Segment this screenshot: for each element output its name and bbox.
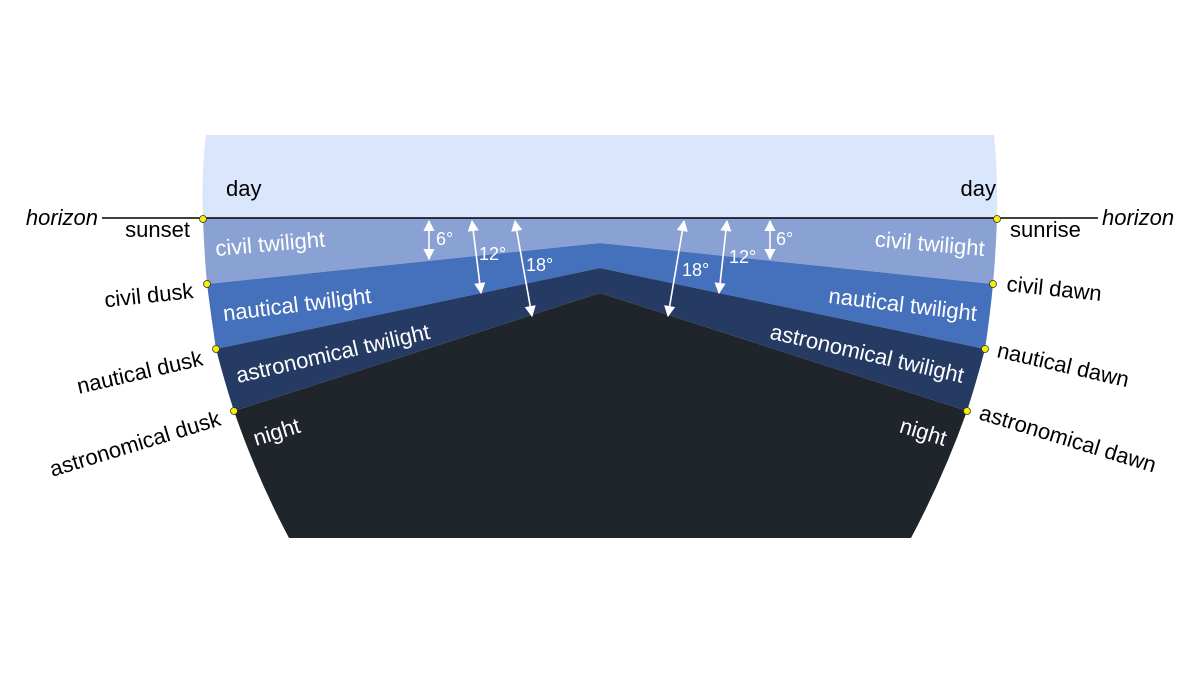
day-band [202, 135, 998, 218]
angle-18-arrow-right [664, 219, 688, 318]
nautical-dawn-label: nautical dawn [995, 338, 1132, 393]
civil-dusk-marker [203, 280, 211, 288]
day-label-left: day [226, 176, 261, 201]
astronomical-twilight-band [216, 268, 985, 411]
angle-6-label-right: 6° [776, 229, 793, 249]
angle-18-label-left: 18° [526, 255, 553, 275]
astronomical-dawn-marker [963, 407, 971, 415]
civil-dawn-marker [989, 280, 997, 288]
astronomical-dawn-label: astronomical dawn [977, 400, 1160, 478]
horizon-label-left: horizon [26, 205, 98, 230]
angle-6-label-left: 6° [436, 229, 453, 249]
horizon-label-right: horizon [1102, 205, 1174, 230]
night-band [234, 293, 967, 538]
astronomical-dusk-marker [230, 407, 238, 415]
sunset-label: sunset [125, 217, 190, 242]
angle-18-label-right: 18° [682, 260, 709, 280]
civil-dawn-label: civil dawn [1005, 271, 1102, 306]
angle-12-label-right: 12° [729, 247, 756, 267]
nautical-twilight-band [207, 243, 993, 349]
day-label-right: day [961, 176, 996, 201]
sunrise-marker [993, 215, 1001, 223]
astronomical-dusk-label: astronomical dusk [47, 406, 225, 482]
angle-12-arrow-left [467, 219, 486, 295]
civil-twilight-band [203, 218, 997, 284]
angle-12-label-left: 12° [479, 244, 506, 264]
civil-dusk-label: civil dusk [103, 278, 195, 312]
angle-18-arrow-left [511, 219, 536, 318]
nautical-dawn-marker [981, 345, 989, 353]
sunrise-label: sunrise [1010, 217, 1081, 242]
nautical-dusk-label: nautical dusk [74, 345, 206, 398]
sunset-marker [199, 215, 207, 223]
angle-12-arrow-right [714, 219, 732, 295]
nautical-dusk-marker [212, 345, 220, 353]
